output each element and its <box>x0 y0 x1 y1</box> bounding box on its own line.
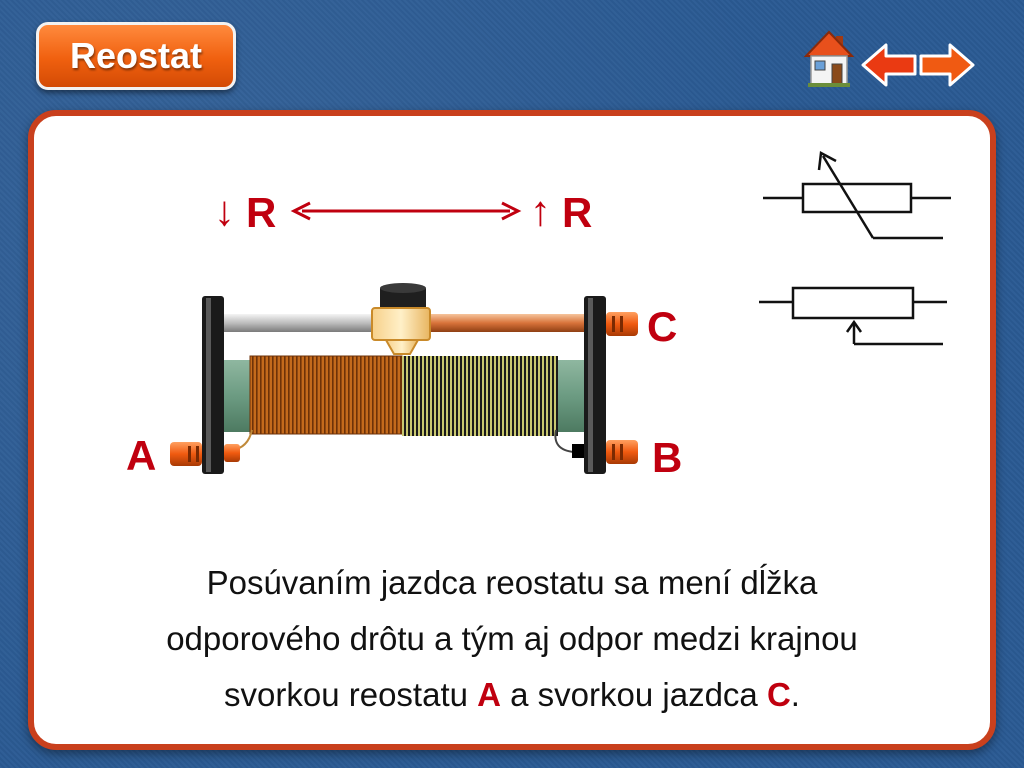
description-line-3-end: . <box>790 676 800 713</box>
description-terminal-c: C <box>766 676 791 713</box>
description-line-3: svorkou reostatu A a svorkou jazdca C. <box>60 667 964 723</box>
description-line-3-middle: a svorkou jazdca <box>500 676 767 713</box>
resistance-increase-arrow: ↑ <box>530 187 551 234</box>
terminal-b-label: B <box>652 434 683 481</box>
description-text: Posúvaním jazdca reostatu sa mení dĺžka … <box>60 555 964 723</box>
resistance-decrease-label: R <box>246 189 277 236</box>
description-line-2: odporového drôtu a tým aj odpor medzi kr… <box>166 620 858 657</box>
arrow-left-icon[interactable] <box>860 42 918 88</box>
description-line-1: Posúvaním jazdca reostatu sa mení dĺžka <box>206 564 818 601</box>
arrow-right-icon[interactable] <box>918 42 976 88</box>
terminal-a-label: A <box>126 432 157 479</box>
home-icon[interactable] <box>804 30 854 90</box>
double-arrow <box>290 201 522 221</box>
title-button[interactable]: Reostat <box>36 22 236 90</box>
variable-resistor-symbol <box>763 151 951 240</box>
potentiometer-symbol <box>759 286 947 346</box>
page-title: Reostat <box>69 35 203 76</box>
description-line-3-start: svorkou reostatu <box>224 676 478 713</box>
description-terminal-a: A <box>477 676 501 713</box>
terminal-c-label: C <box>647 303 678 350</box>
resistance-decrease-arrow: ↓ <box>214 187 235 234</box>
resistance-increase-label: R <box>562 189 593 236</box>
rheostat-illustration <box>170 283 638 474</box>
